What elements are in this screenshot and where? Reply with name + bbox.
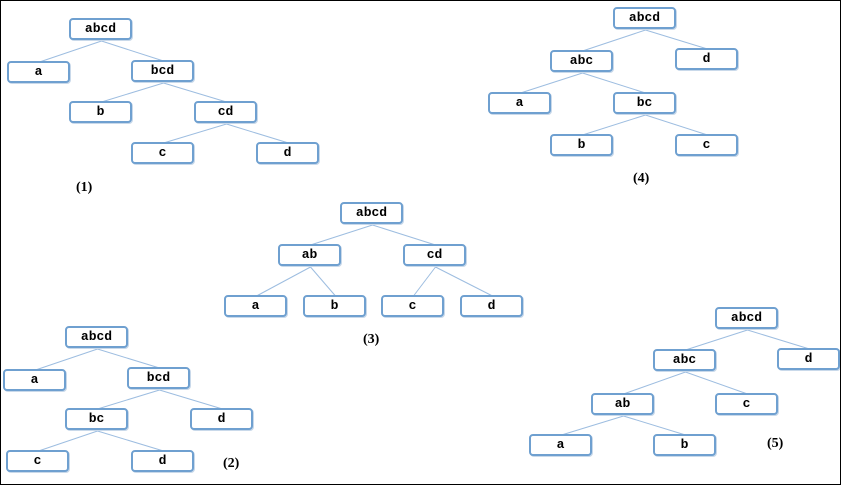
edge-t2-bc-to-t2-d2 bbox=[97, 430, 164, 452]
tree1-node-a: a bbox=[7, 61, 70, 83]
edge-t4-bc-to-t4-b bbox=[582, 114, 646, 136]
tree3-node-c: c bbox=[381, 295, 444, 317]
tree2-caption: (2) bbox=[223, 456, 240, 471]
tree4-node-abc: abc bbox=[550, 50, 613, 72]
tree5-node-d: d bbox=[777, 348, 840, 370]
edge-t4-abcd-to-t4-d bbox=[645, 29, 708, 50]
tree2-node-d: d bbox=[190, 408, 253, 430]
edge-t5-abcd-to-t5-abc bbox=[685, 329, 748, 351]
tree2-node-bc: bc bbox=[65, 408, 128, 430]
edge-t4-bc-to-t4-c bbox=[645, 114, 708, 136]
edge-t2-bcd-to-t2-bc bbox=[97, 389, 160, 410]
tree4-node-c: c bbox=[675, 134, 738, 156]
tree1-caption: (1) bbox=[76, 180, 93, 195]
edge-t3-cd-to-t3-c bbox=[413, 266, 436, 297]
edge-t1-bcd-to-t1-b bbox=[101, 82, 164, 103]
tree4-node-bc: bc bbox=[613, 92, 676, 114]
edge-t5-abcd-to-t5-d bbox=[747, 329, 810, 350]
edge-t3-abcd-to-t3-cd bbox=[372, 224, 436, 246]
tree1-node-abcd: abcd bbox=[69, 18, 132, 40]
tree3-node-ab: ab bbox=[278, 244, 341, 266]
edge-t4-abc-to-t4-bc bbox=[582, 72, 646, 94]
tree3-node-abcd: abcd bbox=[340, 202, 403, 224]
edge-t3-ab-to-t3-a bbox=[256, 266, 311, 297]
edge-t5-ab-to-t5-a bbox=[561, 415, 624, 436]
tree4-node-b: b bbox=[550, 134, 613, 156]
edge-t1-cd-to-t1-c bbox=[163, 123, 227, 144]
edge-t3-cd-to-t3-d bbox=[435, 266, 493, 297]
edge-t1-bcd-to-t1-cd bbox=[163, 82, 227, 103]
tree2-node-c: c bbox=[6, 450, 69, 472]
tree1-node-d: d bbox=[256, 142, 319, 164]
edge-t4-abc-to-t4-a bbox=[520, 72, 583, 94]
edge-t5-ab-to-t5-b bbox=[623, 415, 686, 436]
tree1-node-c: c bbox=[131, 142, 194, 164]
tree5-node-abc: abc bbox=[653, 349, 716, 371]
tree4-node-a: a bbox=[488, 92, 551, 114]
tree5-node-b: b bbox=[653, 434, 716, 456]
tree1-node-b: b bbox=[69, 101, 132, 123]
tree4-node-abcd: abcd bbox=[613, 7, 676, 29]
edge-t1-cd-to-t1-d bbox=[226, 123, 289, 144]
edge-t2-abcd-to-t2-bcd bbox=[97, 348, 160, 369]
tree2-node-a: a bbox=[3, 369, 66, 391]
tree3-caption: (3) bbox=[363, 332, 380, 347]
tree4-caption: (4) bbox=[633, 171, 650, 186]
tree4-node-d: d bbox=[675, 48, 738, 70]
edge-t2-abcd-to-t2-a bbox=[35, 348, 98, 371]
tree3-node-d: d bbox=[460, 295, 523, 317]
edge-t1-abcd-to-t1-bcd bbox=[101, 40, 164, 62]
tree5-node-abcd: abcd bbox=[715, 307, 778, 329]
edge-t4-abcd-to-t4-abc bbox=[582, 29, 646, 52]
tree3-node-b: b bbox=[303, 295, 366, 317]
tree5-node-c: c bbox=[715, 393, 778, 415]
edge-t3-ab-to-t3-b bbox=[310, 266, 336, 297]
tree3-node-a: a bbox=[224, 295, 287, 317]
edge-t5-abc-to-t5-ab bbox=[623, 371, 686, 395]
edge-t5-abc-to-t5-c bbox=[685, 371, 748, 395]
tree1-node-bcd: bcd bbox=[131, 60, 194, 82]
tree1-node-cd: cd bbox=[194, 101, 257, 123]
tree2-node-d2: d bbox=[131, 450, 194, 472]
tree5-node-a: a bbox=[529, 434, 592, 456]
tree2-node-abcd: abcd bbox=[65, 326, 128, 348]
tree2-node-bcd: bcd bbox=[127, 367, 190, 389]
tree5-node-ab: ab bbox=[591, 393, 654, 415]
tree5-caption: (5) bbox=[767, 436, 784, 451]
edge-t2-bcd-to-t2-d bbox=[159, 389, 223, 410]
edge-t1-abcd-to-t1-a bbox=[39, 40, 102, 63]
tree3-node-cd: cd bbox=[403, 244, 466, 266]
edge-t3-abcd-to-t3-ab bbox=[310, 224, 373, 246]
edge-t2-bc-to-t2-c bbox=[38, 430, 98, 452]
